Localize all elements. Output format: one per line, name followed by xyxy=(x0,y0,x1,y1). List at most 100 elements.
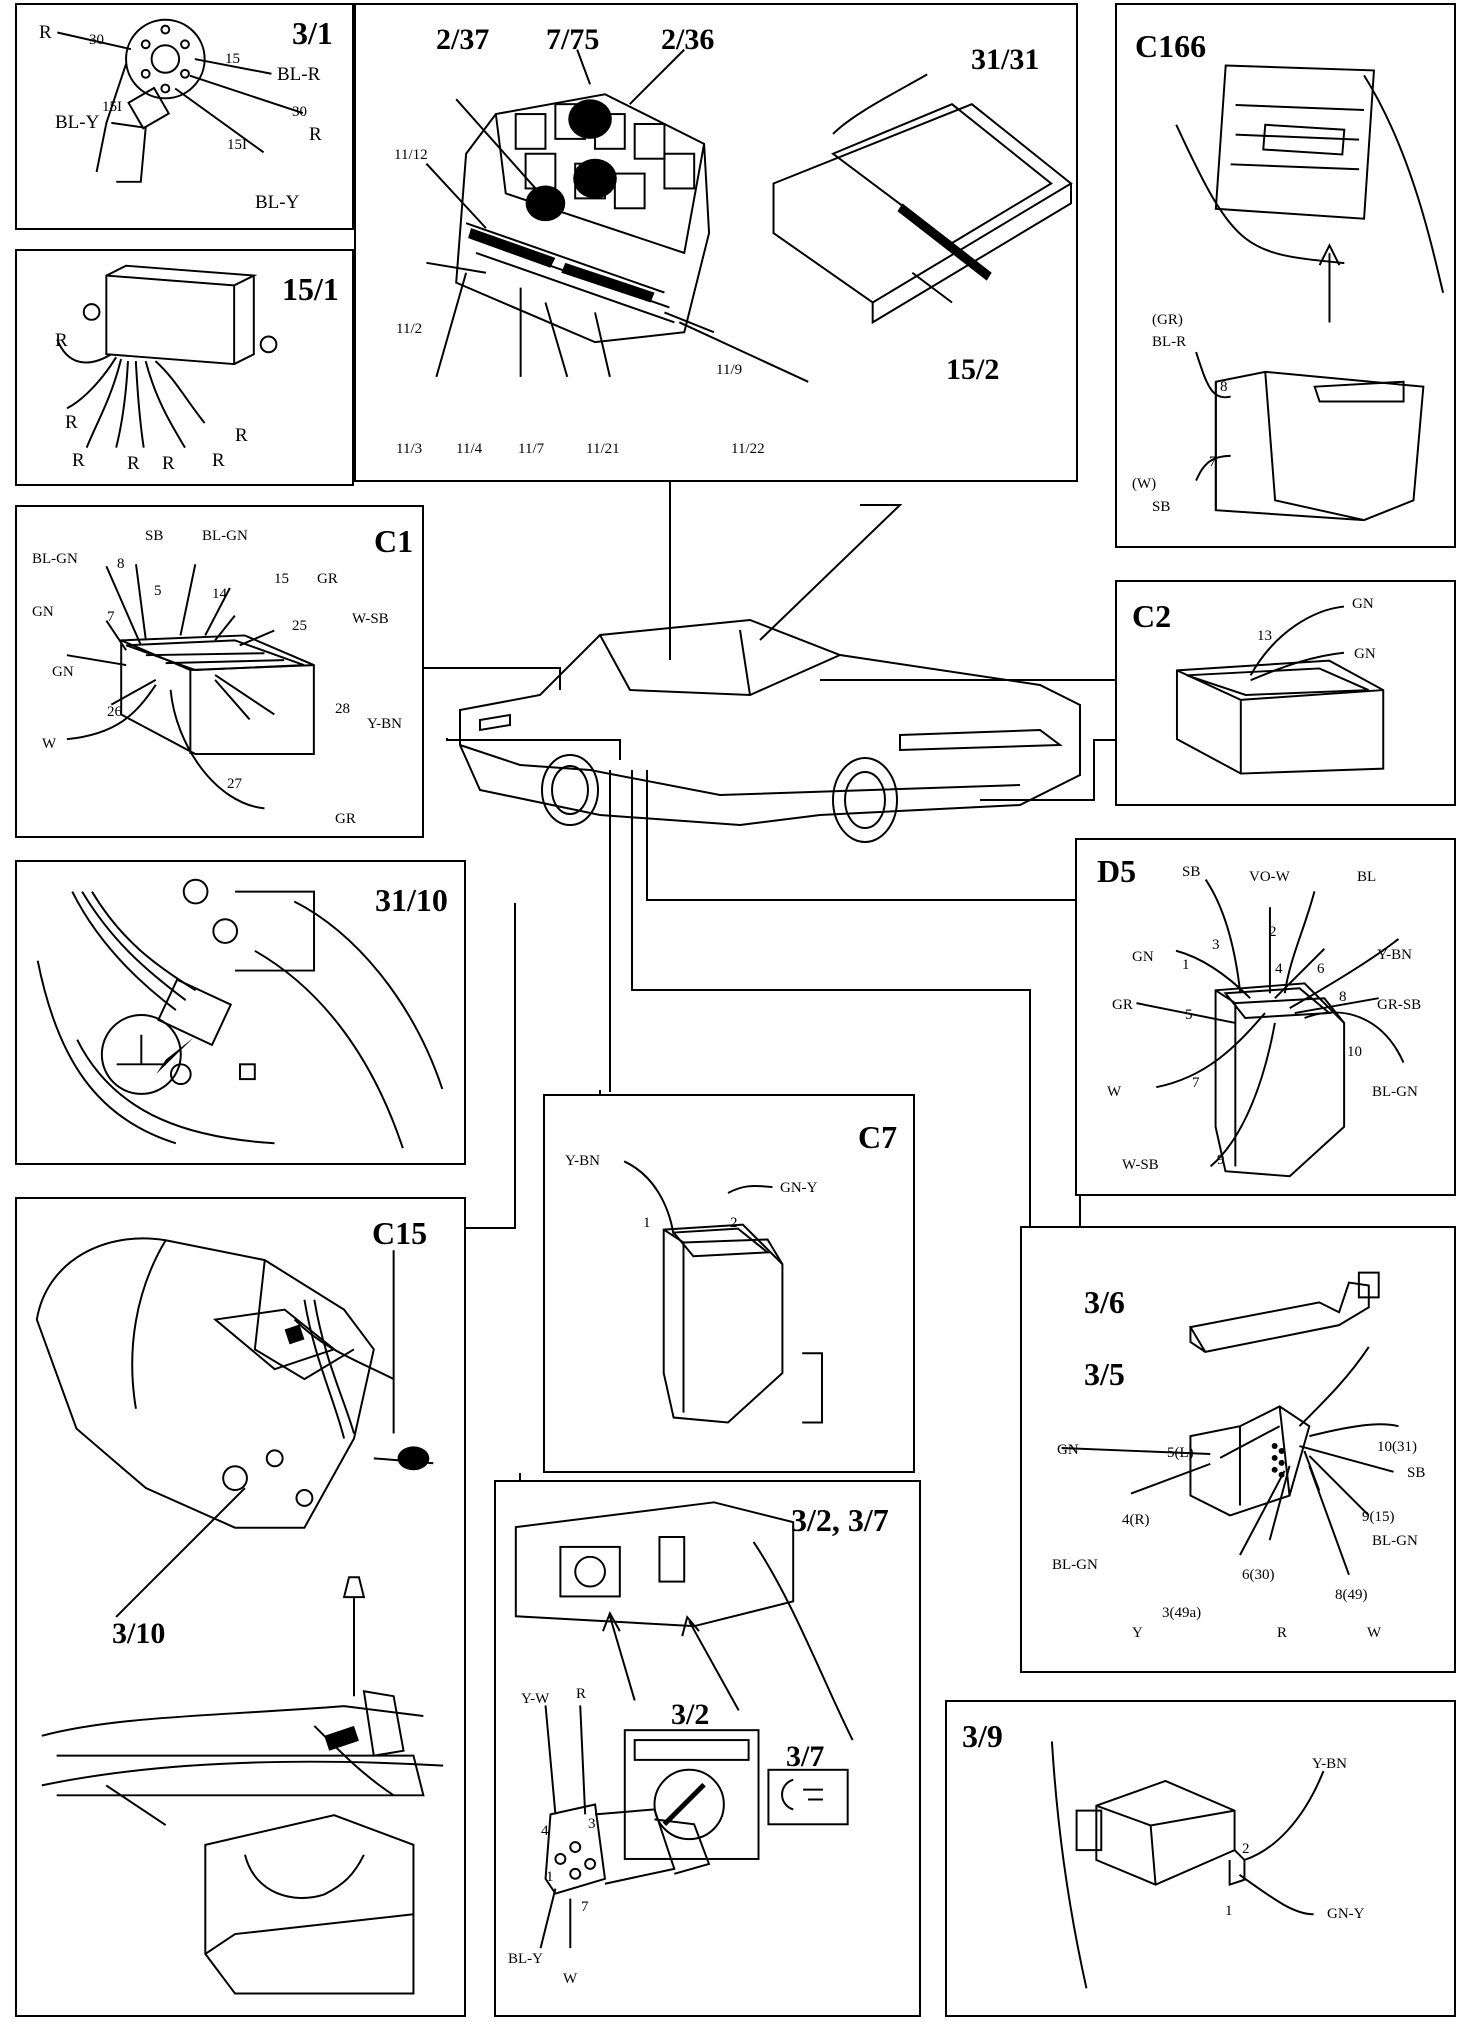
wire-label: GN xyxy=(1354,646,1376,662)
pin-label: 7 xyxy=(107,609,115,625)
panel-c7: C7 Y-BN GN-Y 1 2 xyxy=(543,1094,915,1473)
wire-label: W xyxy=(1107,1084,1122,1100)
panel-title: D5 xyxy=(1097,853,1137,889)
panel-3-2-3-7: 3/2, 3/7 3/2 3/7 Y-W R 4 3 1 7 BL-Y W xyxy=(494,1480,921,2017)
pin-label: 6(30) xyxy=(1242,1567,1275,1583)
pin-label: 2 xyxy=(1242,1841,1250,1857)
connector-label: 11/4 xyxy=(456,441,483,457)
panel-title: 15/1 xyxy=(282,271,339,307)
wire-label: BL-Y xyxy=(55,112,100,133)
callout-31-31: 31/31 xyxy=(971,43,1040,76)
wire-label: W-SB xyxy=(1122,1157,1159,1173)
wire-label: GR xyxy=(335,811,356,827)
panel-c2: C2 GN 13 GN xyxy=(1115,580,1456,806)
wire-label: SB xyxy=(1182,864,1201,880)
wire-label: BL-Y xyxy=(255,192,300,213)
pin-label: 8(49) xyxy=(1335,1587,1368,1603)
wire-label: R xyxy=(39,22,52,43)
pin-label: 3 xyxy=(588,1816,596,1832)
panel-c166: C166 (GR) BL-R 8 7 (W) SB xyxy=(1115,3,1456,548)
connector-label: 11/7 xyxy=(518,441,545,457)
pin-label: 7 xyxy=(1209,454,1217,470)
wire-label: R xyxy=(309,124,322,145)
panel-d5: D5 SB VO-W BL 3 2 GN 1 4 6 Y-BN GR 5 8 G… xyxy=(1075,838,1456,1196)
wire-label: Y-W xyxy=(521,1691,550,1707)
wire-label: GN xyxy=(1352,596,1374,612)
wire-label: GN xyxy=(1132,949,1154,965)
wire-label: GR xyxy=(1112,997,1133,1013)
wire-label: W xyxy=(563,1971,578,1987)
callout-15-2: 15/2 xyxy=(946,353,1000,386)
callout-3-10: 3/10 xyxy=(112,1617,166,1650)
pin-label: 8 xyxy=(1220,379,1228,395)
pin-label: 4 xyxy=(1275,961,1283,977)
pin-label: 1 xyxy=(1225,1903,1233,1919)
panel-title: C166 xyxy=(1135,28,1207,64)
panel-relay-fuse-box: 2/37 7/75 2/36 31/31 15/2 11/12 11/2 11/… xyxy=(354,3,1078,482)
wire-label: R xyxy=(127,453,140,474)
pin-label: 8 xyxy=(1339,989,1347,1005)
pin-label: 9(15) xyxy=(1362,1509,1395,1525)
pin-label: 10(31) xyxy=(1377,1439,1417,1455)
wire-label: R xyxy=(576,1686,587,1702)
panel-title: 3/6 xyxy=(1084,1284,1125,1320)
panel-title: 3/5 xyxy=(1084,1356,1125,1392)
wire-label: GN xyxy=(32,604,54,620)
wire-label: GN xyxy=(1057,1442,1079,1458)
callout-2-36: 2/36 xyxy=(661,23,715,56)
wire-label: Y-BN xyxy=(565,1153,601,1169)
pin-label: 7 xyxy=(581,1899,589,1915)
pin-label: 1 xyxy=(643,1215,651,1231)
pin-label: 9 xyxy=(1217,1152,1225,1168)
wire-label: (W) xyxy=(1132,476,1157,492)
wire-label: Y-BN xyxy=(1377,947,1413,963)
connector-label: 11/3 xyxy=(396,441,423,457)
connector-label: 11/2 xyxy=(396,321,423,337)
pin-label: 28 xyxy=(335,701,350,717)
wire-label: BL xyxy=(1357,869,1377,885)
panel-title: 3/1 xyxy=(292,15,333,51)
pin-label: 5 xyxy=(1185,1007,1193,1023)
wire-label: Y xyxy=(1132,1625,1143,1641)
panel-title: C7 xyxy=(858,1119,898,1155)
pin-label: 30 xyxy=(292,104,307,120)
panel-title: 31/10 xyxy=(375,882,448,918)
panel-title: C2 xyxy=(1132,598,1172,634)
pin-label: 13 xyxy=(1257,628,1272,644)
wire-label: BL-GN xyxy=(1052,1557,1098,1573)
wire-label: R xyxy=(72,450,85,471)
pin-label: 1 xyxy=(546,1869,554,1885)
wire-label: W-SB xyxy=(352,611,389,627)
car-illustration xyxy=(420,575,1100,875)
wire-label: BL-GN xyxy=(1372,1533,1418,1549)
wire-label: SB xyxy=(1407,1465,1426,1481)
connector-label: 11/22 xyxy=(731,441,765,457)
pin-label: 2 xyxy=(730,1215,738,1231)
wire-label: Y-BN xyxy=(1312,1756,1348,1772)
panel-title: 3/2, 3/7 xyxy=(791,1502,889,1538)
wire-label: (GR) xyxy=(1152,312,1183,328)
pin-label: 27 xyxy=(227,776,242,792)
callout-7-75: 7/75 xyxy=(546,23,600,56)
wire-label: R xyxy=(235,425,248,446)
panel-c1: C1 BL-GN 8 SB BL-GN 15 GR 5 14 GN 7 25 W… xyxy=(15,505,424,838)
wire-label: BL-GN xyxy=(1372,1084,1418,1100)
panel-3-6-3-5: 3/6 3/5 GN 5(L) 10(31) SB 9(15) BL-GN 4(… xyxy=(1020,1226,1456,1673)
pin-label: 25 xyxy=(292,618,307,634)
pin-label: 4(R) xyxy=(1122,1512,1150,1528)
pin-label: 15 xyxy=(274,571,289,587)
wire-label: R xyxy=(1277,1625,1288,1641)
panel-title: 3/9 xyxy=(962,1718,1003,1754)
wire-label: GR xyxy=(317,571,338,587)
wire-label: VO-W xyxy=(1249,869,1290,885)
wire-label: BL-R xyxy=(1152,334,1187,350)
pin-label: 2 xyxy=(1269,924,1277,940)
panel-3-1: 3/1 R 30 15 BL-R 30 R 15I 15I BL-Y BL-Y xyxy=(15,3,354,230)
callout-3-2: 3/2 xyxy=(671,1698,710,1731)
panel-c15: C15 3/10 xyxy=(15,1197,466,2017)
pin-label: 3(49a) xyxy=(1162,1605,1202,1621)
pin-label: 10 xyxy=(1347,1044,1362,1060)
wire-label: GN xyxy=(52,664,74,680)
wire-label: BL-GN xyxy=(202,528,248,544)
pin-label: 5 xyxy=(154,583,162,599)
